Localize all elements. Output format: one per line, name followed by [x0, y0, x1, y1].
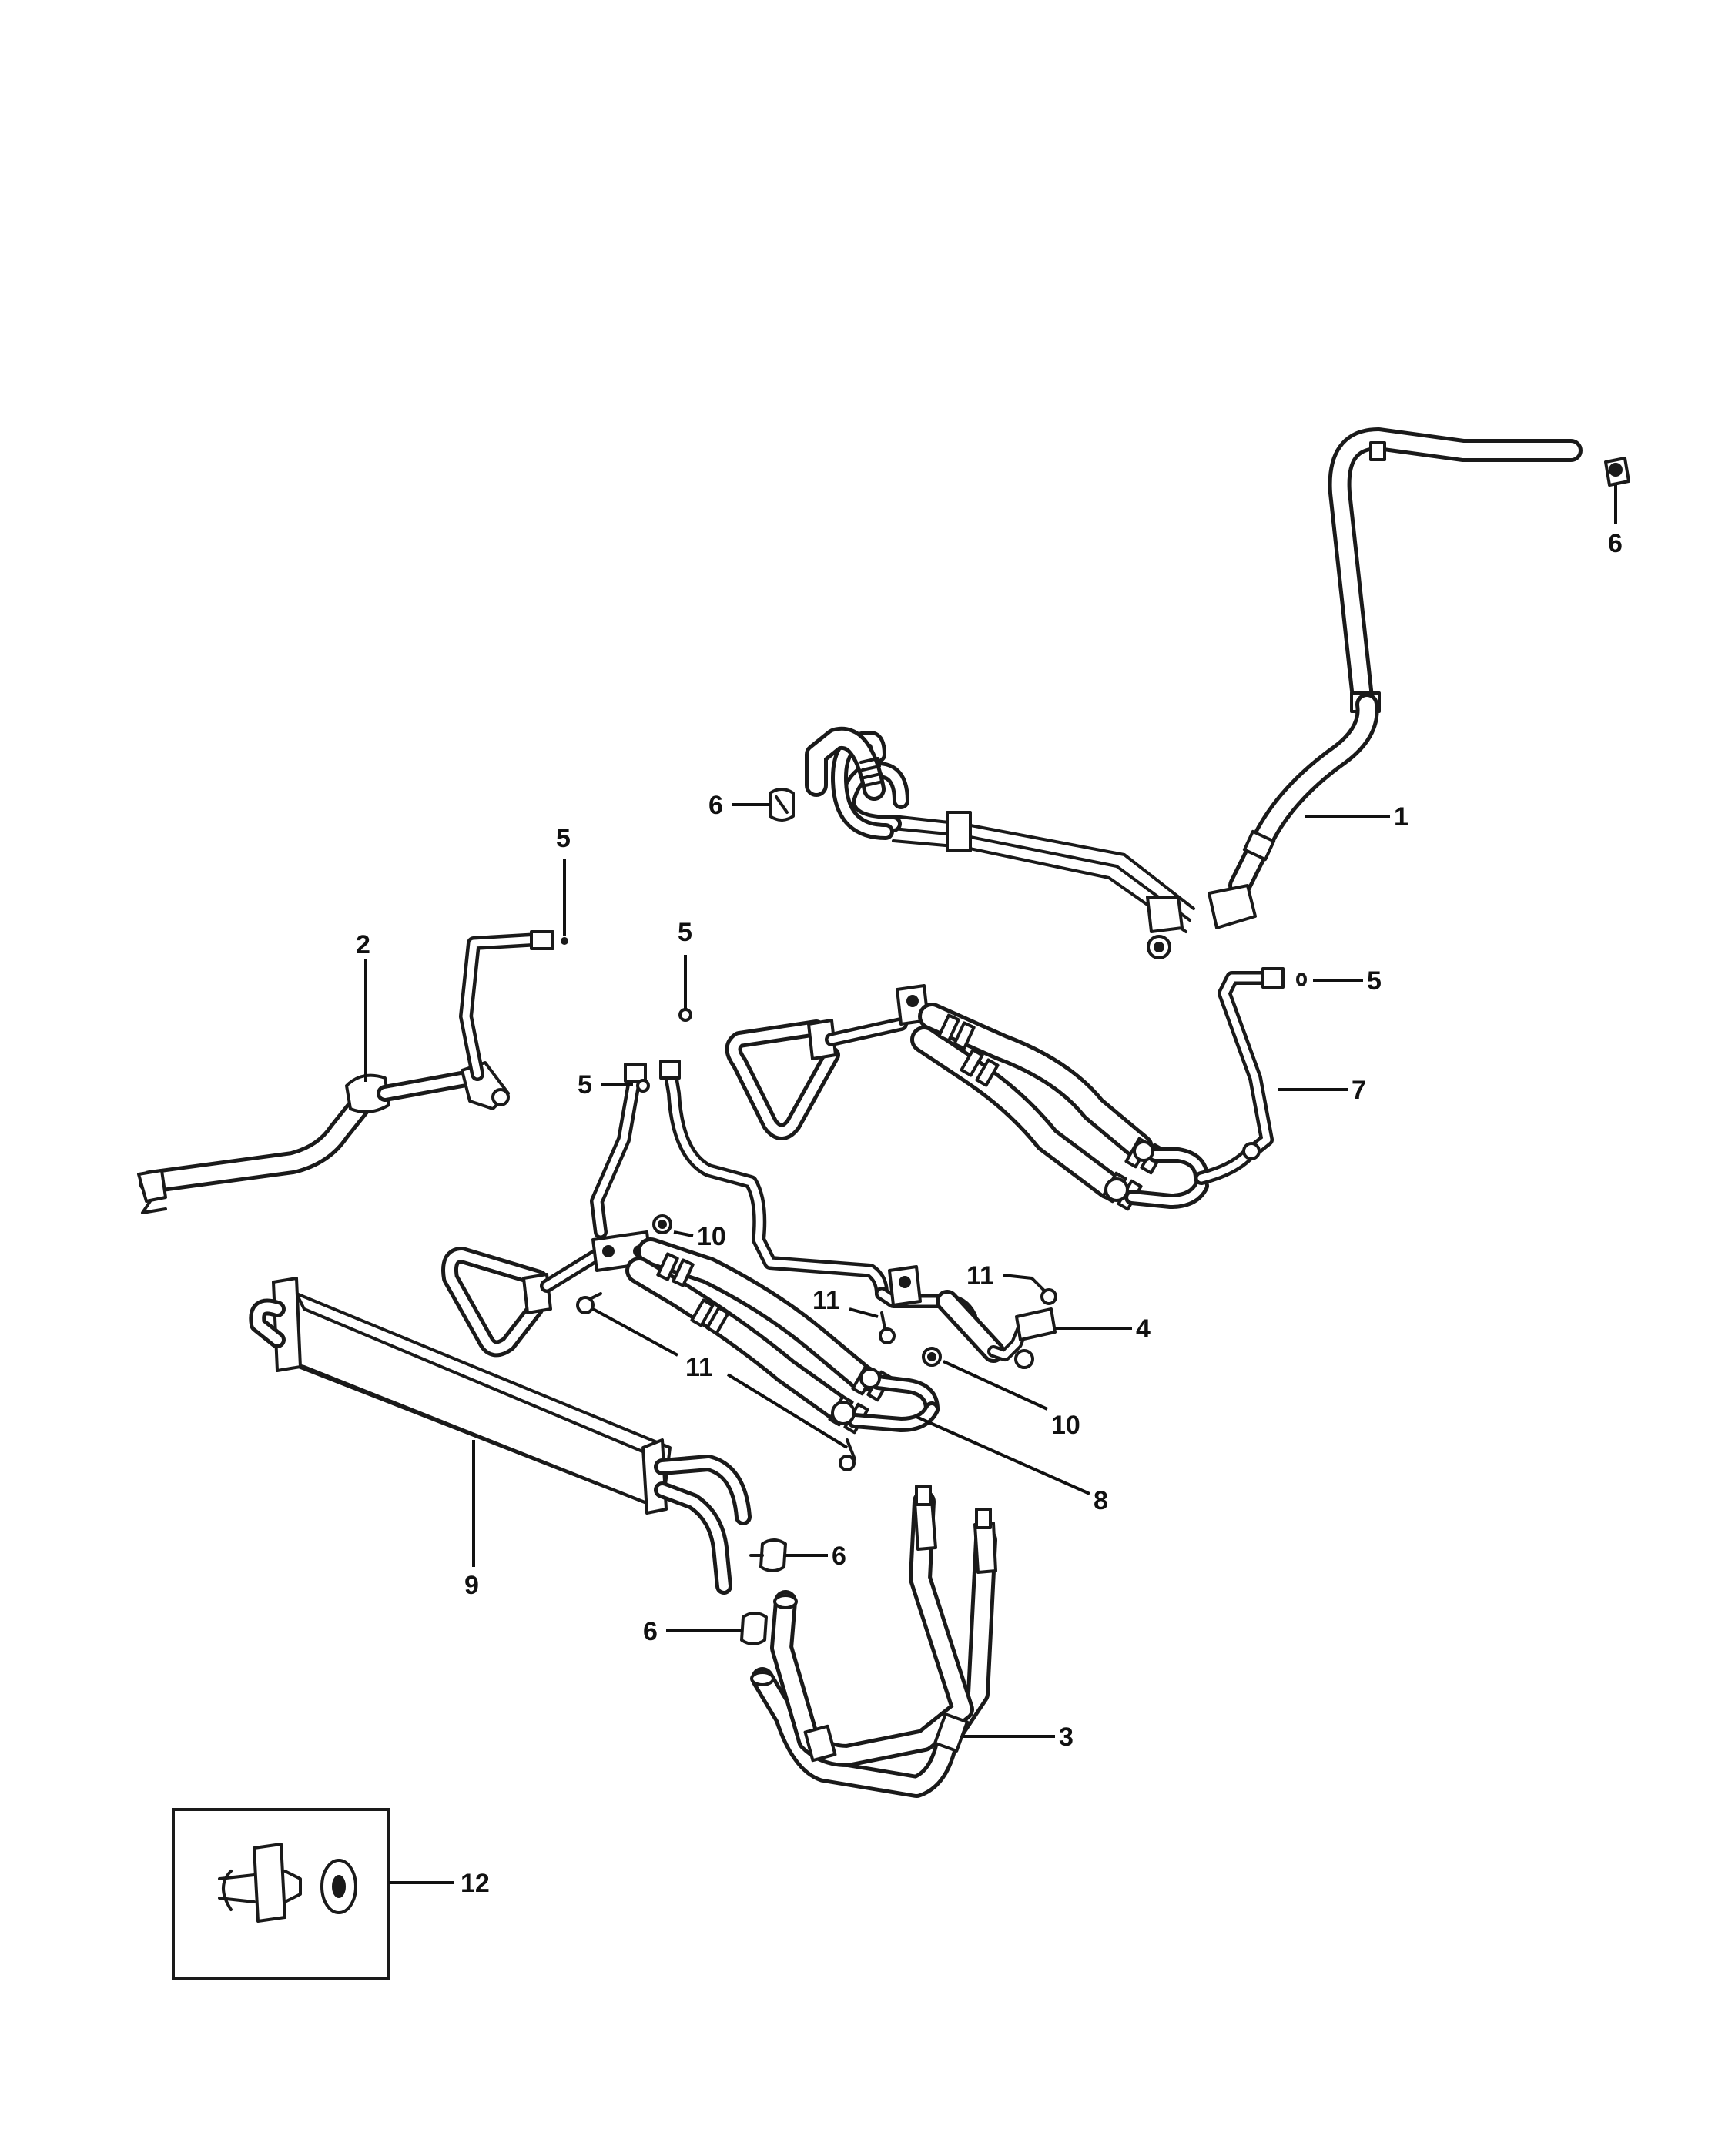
callout-6-c: 6 — [832, 1542, 846, 1571]
callout-10-a: 10 — [697, 1222, 726, 1251]
callout-3: 3 — [1059, 1722, 1074, 1752]
callout-5-c: 5 — [578, 1070, 592, 1100]
part-7-hose-assembly — [725, 967, 1285, 1211]
part-1-clamp-top — [1369, 441, 1386, 461]
clip-6-mid-left — [769, 788, 795, 822]
part-1-crimp — [1242, 829, 1276, 862]
part-7-tube-nut — [1261, 967, 1285, 989]
part-8-hose-assembly — [441, 1063, 940, 1435]
callout-10-b: 10 — [1051, 1411, 1080, 1440]
bolt-11-c — [1030, 1277, 1057, 1305]
callout-1: 1 — [1394, 802, 1408, 832]
part-3-clamp-left — [803, 1724, 837, 1763]
part-1-ribbed-section — [859, 757, 884, 787]
part-1-fitting-a — [1146, 896, 1184, 933]
callout-5-a: 5 — [556, 824, 571, 853]
callout-6-a: 6 — [1608, 529, 1623, 558]
part-2-tube-nut — [530, 930, 554, 950]
callout-2: 2 — [356, 930, 370, 959]
part-3-fitting-right — [973, 1522, 997, 1574]
part-1-line-clip — [946, 811, 972, 852]
callout-11-c: 11 — [966, 1261, 994, 1291]
part-1-bracket — [1208, 884, 1257, 929]
bolt-10-lower — [922, 1347, 942, 1367]
clip-6-top-right — [1604, 457, 1630, 487]
part-2-hose-assembly — [137, 930, 554, 1214]
callout-labels: 1 2 3 4 5 5 5 5 6 6 6 6 7 8 9 10 10 11 1… — [356, 529, 1623, 1898]
callout-12: 12 — [461, 1869, 490, 1898]
part-9-end-cap-right — [641, 1438, 668, 1515]
callout-9: 9 — [464, 1571, 479, 1600]
callout-8: 8 — [1094, 1486, 1108, 1515]
part-4-tube-assembly — [659, 1060, 1057, 1369]
part-8-crimp-ribs — [656, 1252, 893, 1435]
o-ring-5-a — [561, 937, 568, 945]
bolt-11-d — [839, 1438, 856, 1471]
clip-6-cooler-upper — [749, 1538, 787, 1572]
callout-11-b: 11 — [812, 1286, 840, 1315]
part-4-tube-nut — [659, 1060, 681, 1080]
part-1-hose-assembly — [805, 427, 1583, 959]
bolt-10-upper — [652, 1214, 672, 1234]
callout-5-b: 5 — [678, 918, 692, 947]
leader-lines — [364, 485, 1617, 1884]
callout-11-a: 11 — [685, 1353, 713, 1382]
part-12-inset — [172, 1808, 390, 1980]
callout-6-b: 6 — [708, 791, 723, 820]
callout-7: 7 — [1352, 1076, 1366, 1105]
part-3-fitting-left — [913, 1498, 937, 1551]
clip-6-cooler-lower — [740, 1612, 768, 1645]
callout-4: 4 — [1136, 1314, 1151, 1344]
part-3-clamp-right — [933, 1712, 969, 1753]
o-ring-5-b — [1296, 973, 1307, 986]
o-ring-5-c — [678, 1008, 692, 1022]
part-12-clip-body — [253, 1843, 286, 1923]
part-2-bracket — [345, 1073, 390, 1113]
part-8-tube-nut — [624, 1063, 647, 1083]
part-3-hose-assembly — [750, 1485, 997, 1798]
bolt-11-a — [576, 1292, 602, 1314]
o-ring-5-d — [636, 1079, 650, 1093]
part-9-end-cap-left — [272, 1277, 302, 1372]
bolt-11-b — [879, 1311, 896, 1344]
part-4-end-fitting — [1015, 1307, 1057, 1341]
callout-6-d: 6 — [643, 1617, 658, 1646]
callout-5-d: 5 — [1367, 966, 1382, 996]
part-9-oil-cooler — [249, 1277, 752, 1595]
part-2-end-fitting — [137, 1169, 167, 1203]
